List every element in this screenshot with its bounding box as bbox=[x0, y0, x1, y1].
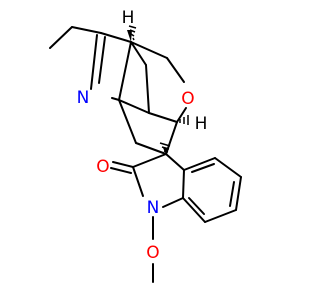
bond-carbonyl-c-n bbox=[132, 166, 144, 197]
bond-benzene-5 bbox=[182, 197, 206, 223]
bond-benzene-inner-1 bbox=[191, 163, 215, 173]
bond-imine-c-n-double bbox=[98, 36, 106, 84]
wedge-bond-top bbox=[127, 30, 132, 42]
bond-benzene-4 bbox=[204, 209, 237, 223]
structure-canvas: H N O H O N O bbox=[49, 8, 242, 283]
hash-bond-spiro bbox=[159, 142, 171, 153]
bond-n-c bbox=[111, 97, 120, 101]
bond-cage-1 bbox=[130, 41, 147, 66]
bond-benzene-2 bbox=[214, 157, 242, 178]
bond-cage-3 bbox=[118, 99, 150, 114]
bond-skeleton bbox=[49, 26, 242, 283]
bond-ch2-spiro bbox=[135, 142, 167, 155]
bond-benzene-inner-3 bbox=[188, 197, 205, 215]
bond-c-ch2 bbox=[118, 99, 137, 144]
bond-benzene-1 bbox=[183, 157, 216, 171]
bond-imine-c-n bbox=[90, 34, 98, 90]
hash-bond-top-h bbox=[128, 25, 137, 41]
atom-h-right: H bbox=[195, 114, 208, 134]
bond-spiro-carbonyl-c bbox=[132, 153, 167, 168]
molecule-structure: H N O H O N O bbox=[49, 8, 242, 283]
bond-cage-4 bbox=[145, 64, 150, 114]
bond-cage-2 bbox=[130, 41, 168, 59]
bond-c-top-bridgehead bbox=[100, 32, 132, 43]
bond-benzene-6 bbox=[182, 169, 185, 199]
bond-ethyl-ch2 bbox=[71, 26, 102, 34]
bond-n-aryl bbox=[162, 197, 184, 208]
atom-n-amide: N bbox=[147, 198, 160, 218]
bond-ether-c-o bbox=[166, 57, 185, 83]
atom-h-top: H bbox=[122, 8, 135, 28]
bond-c-bridge bbox=[118, 41, 132, 101]
atom-o-ether: O bbox=[181, 89, 194, 109]
bond-benzene-3 bbox=[235, 176, 242, 211]
atom-n-imine: N bbox=[77, 88, 90, 108]
bond-cage-5 bbox=[148, 112, 178, 123]
bond-carbonyl-double-1 bbox=[112, 161, 134, 168]
bond-ethyl-ch3 bbox=[49, 26, 73, 49]
hash-bond-right-h bbox=[179, 115, 189, 125]
bond-benzene-inner-2 bbox=[229, 181, 235, 207]
bond-carbonyl-double-2 bbox=[110, 167, 132, 174]
bond-spiro-aryl bbox=[165, 153, 185, 171]
bond-ether-o-c bbox=[176, 107, 187, 123]
atom-o-methoxy: O bbox=[146, 243, 159, 263]
atom-o-carbonyl: O bbox=[96, 157, 109, 177]
